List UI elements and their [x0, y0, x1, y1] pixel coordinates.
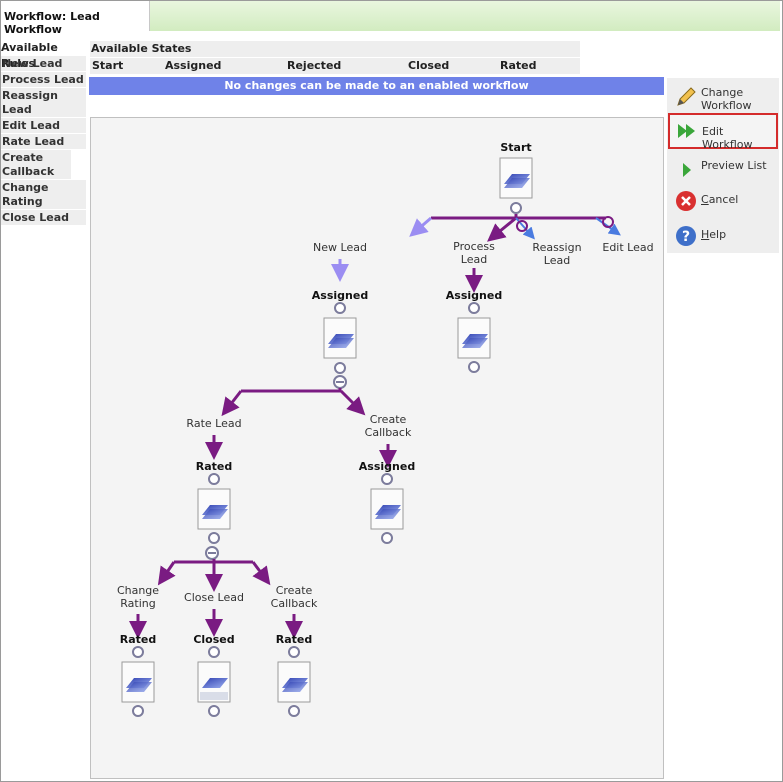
change-workflow-button[interactable]: Change Workflow: [671, 80, 775, 112]
cancel-label: Cancel: [701, 193, 739, 206]
state-rejected[interactable]: Rejected: [287, 59, 342, 72]
state-label-rated-a: Rated: [120, 633, 157, 646]
state-label-rated-b: Rated: [276, 633, 313, 646]
states-header: Available States: [90, 41, 580, 57]
node-start-label: Start: [500, 141, 531, 154]
help-button[interactable]: ? Help: [671, 219, 775, 251]
state-assigned[interactable]: Assigned: [165, 59, 222, 72]
change-workflow-label: Change Workflow: [701, 86, 752, 112]
state-icon-start[interactable]: [499, 157, 533, 199]
preview-list-button[interactable]: Preview List: [671, 153, 775, 185]
read-only-notice: No changes can be made to an enabled wor…: [89, 77, 664, 95]
rule-label-rate-lead: Rate Lead: [186, 417, 241, 430]
window-title: Workflow: Lead Workflow: [4, 10, 100, 36]
state-icon-rated-a[interactable]: [121, 661, 155, 703]
action-panel: Change Workflow Edit Workflow Preview Li…: [667, 78, 779, 253]
state-label-assigned-c: Assigned: [359, 460, 415, 473]
state-label-assigned-a: Assigned: [312, 289, 368, 302]
state-icon-rated[interactable]: [197, 488, 231, 530]
rule-new-lead[interactable]: New Lead: [1, 56, 86, 72]
state-icon-closed[interactable]: [197, 661, 231, 703]
pencil-icon: [677, 87, 696, 106]
edit-workflow-button[interactable]: Edit Workflow: [668, 113, 778, 151]
state-icon-rated-b[interactable]: [277, 661, 311, 703]
svg-text:?: ?: [682, 229, 690, 245]
state-closed[interactable]: Closed: [408, 59, 450, 72]
edit-workflow-label: Edit Workflow: [702, 125, 753, 151]
play-icon: [683, 163, 691, 177]
rule-label-new-lead: New Lead: [313, 241, 367, 254]
state-icon-assigned-b[interactable]: [457, 317, 491, 359]
fast-forward-icon: [678, 124, 695, 138]
state-label-rated: Rated: [196, 460, 233, 473]
available-rules-panel: Available Rules New Lead Process Lead Re…: [1, 40, 86, 226]
cancel-button[interactable]: Cancel: [671, 184, 775, 216]
rule-create-callback[interactable]: Create Callback: [1, 150, 71, 180]
state-icon-assigned-c[interactable]: [370, 488, 404, 530]
help-icon: ?: [676, 226, 696, 246]
state-label-closed: Closed: [193, 633, 234, 646]
rule-reassign-lead[interactable]: Reassign Lead: [1, 88, 86, 118]
rule-label-close-lead: Close Lead: [184, 591, 244, 604]
help-label: Help: [701, 228, 727, 241]
title-bar: Workflow: Lead Workflow: [1, 1, 780, 36]
states-header-label: Available States: [91, 42, 192, 55]
rules-header: Available Rules: [1, 41, 58, 70]
state-icon-assigned-a[interactable]: [323, 317, 357, 359]
title-tab: Workflow: Lead Workflow: [1, 1, 150, 36]
rule-change-rating[interactable]: Change Rating: [1, 180, 86, 210]
available-states-row: Start Assigned Rejected Closed Rated: [90, 58, 580, 74]
cancel-icon: [676, 191, 696, 211]
preview-list-label: Preview List: [701, 159, 767, 172]
rule-edit-lead[interactable]: Edit Lead: [1, 118, 86, 134]
rule-close-lead[interactable]: Close Lead: [1, 210, 86, 226]
state-start[interactable]: Start: [92, 59, 124, 72]
rule-process-lead[interactable]: Process Lead: [1, 72, 86, 88]
state-label-assigned-b: Assigned: [446, 289, 502, 302]
rule-label-edit-lead: Edit Lead: [602, 241, 653, 254]
state-rated[interactable]: Rated: [500, 59, 537, 72]
rule-rate-lead[interactable]: Rate Lead: [1, 134, 86, 150]
connector-start[interactable]: [510, 202, 522, 214]
